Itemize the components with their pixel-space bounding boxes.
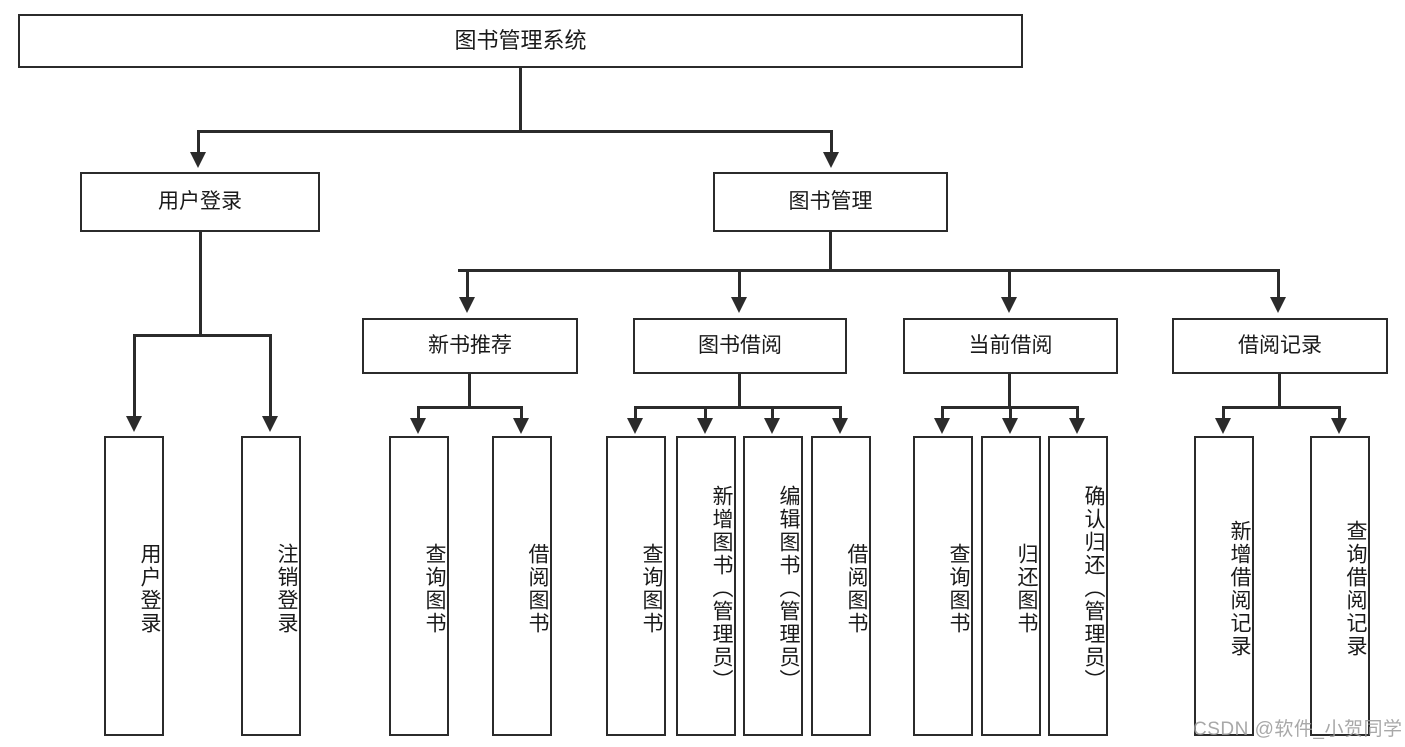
connector-book-borrow-to-leaf-1 bbox=[634, 406, 637, 420]
arrowhead-book-borrow-leaf-4 bbox=[832, 418, 848, 434]
arrowhead-book-borrow-leaf-2 bbox=[697, 418, 713, 434]
leaf-edit-book-admin[interactable]: 编辑图书（管理员） bbox=[743, 436, 803, 736]
node-label: 用户登录 bbox=[138, 543, 161, 635]
node-current-borrow[interactable]: 当前借阅 bbox=[903, 318, 1118, 374]
connector-current-borrow-stem bbox=[1008, 374, 1011, 408]
leaf-query-book-new-recommend[interactable]: 查询图书 bbox=[389, 436, 449, 736]
leaf-query-borrow-record[interactable]: 查询借阅记录 bbox=[1310, 436, 1370, 736]
connector-book-borrow-stem bbox=[738, 374, 741, 408]
node-label: 查询借阅记录 bbox=[1344, 520, 1367, 658]
node-label: 归还图书 bbox=[1015, 543, 1038, 635]
connector-root-stem bbox=[519, 68, 522, 130]
connector-root-to-book-manage bbox=[830, 130, 833, 154]
node-label: 查询图书 bbox=[640, 543, 663, 635]
node-label: 借阅图书 bbox=[845, 543, 868, 635]
leaf-logout-login[interactable]: 注销登录 bbox=[241, 436, 301, 736]
connector-new-book-to-leaf-1 bbox=[417, 406, 420, 420]
connector-book-borrow-bar bbox=[634, 406, 842, 409]
arrowhead-current-borrow-leaf-2 bbox=[1002, 418, 1018, 434]
connector-root-to-user-login bbox=[197, 130, 200, 154]
node-borrow-record[interactable]: 借阅记录 bbox=[1172, 318, 1388, 374]
connector-user-login-to-leaf-1 bbox=[133, 334, 136, 418]
leaf-borrow-book-borrow[interactable]: 借阅图书 bbox=[811, 436, 871, 736]
arrowhead-user-login-leaf-2 bbox=[262, 416, 278, 432]
node-label: 编辑图书（管理员） bbox=[777, 484, 800, 692]
leaf-borrow-book-new-recommend[interactable]: 借阅图书 bbox=[492, 436, 552, 736]
connector-book-borrow-to-leaf-2 bbox=[704, 406, 707, 420]
leaf-return-book[interactable]: 归还图书 bbox=[981, 436, 1041, 736]
node-label: 当前借阅 bbox=[968, 333, 1053, 357]
arrowhead-root-to-user-login bbox=[190, 152, 206, 168]
connector-user-login-to-leaf-2 bbox=[269, 334, 272, 418]
node-label: 借阅图书 bbox=[526, 543, 549, 635]
arrowhead-current-borrow-leaf-1 bbox=[934, 418, 950, 434]
arrowhead-to-current-borrow bbox=[1001, 297, 1017, 313]
connector-user-login-stem bbox=[199, 232, 202, 336]
connector-current-borrow-to-leaf-1 bbox=[941, 406, 944, 420]
arrowhead-user-login-leaf-1 bbox=[126, 416, 142, 432]
leaf-confirm-return-admin[interactable]: 确认归还（管理员） bbox=[1048, 436, 1108, 736]
node-label: 借阅记录 bbox=[1238, 333, 1322, 357]
connector-book-borrow-to-leaf-3 bbox=[771, 406, 774, 420]
connector-root-bar bbox=[197, 130, 833, 133]
connector-borrow-record-to-leaf-2 bbox=[1338, 406, 1341, 420]
connector-new-book-to-leaf-2 bbox=[520, 406, 523, 420]
connector-book-manage-bar bbox=[458, 269, 1280, 272]
node-label: 用户登录 bbox=[158, 189, 242, 213]
connector-new-book-stem bbox=[468, 374, 471, 408]
arrowhead-new-book-leaf-1 bbox=[410, 418, 426, 434]
arrowhead-root-to-book-manage bbox=[823, 152, 839, 168]
connector-borrow-record-stem bbox=[1278, 374, 1281, 408]
node-label: 图书管理 bbox=[788, 189, 873, 213]
leaf-add-borrow-record[interactable]: 新增借阅记录 bbox=[1194, 436, 1254, 736]
leaf-user-login[interactable]: 用户登录 bbox=[104, 436, 164, 736]
connector-book-manage-to-current-borrow bbox=[1008, 269, 1011, 299]
connector-book-manage-to-borrow-record bbox=[1277, 269, 1280, 299]
connector-borrow-record-to-leaf-1 bbox=[1222, 406, 1225, 420]
connector-book-borrow-to-leaf-4 bbox=[839, 406, 842, 420]
node-label: 确认归还（管理员） bbox=[1082, 484, 1105, 692]
node-label: 查询图书 bbox=[947, 543, 970, 635]
node-label: 查询图书 bbox=[423, 543, 446, 635]
connector-user-login-bar bbox=[133, 334, 272, 337]
arrowhead-borrow-record-leaf-1 bbox=[1215, 418, 1231, 434]
node-user-login[interactable]: 用户登录 bbox=[80, 172, 320, 232]
node-label: 图书管理系统 bbox=[454, 28, 587, 54]
arrowhead-to-borrow-record bbox=[1270, 297, 1286, 313]
connector-book-manage-to-new-book bbox=[466, 269, 469, 299]
node-root-book-management-system[interactable]: 图书管理系统 bbox=[18, 14, 1023, 68]
leaf-query-book-borrow[interactable]: 查询图书 bbox=[606, 436, 666, 736]
node-book-management[interactable]: 图书管理 bbox=[713, 172, 948, 232]
node-label: 图书借阅 bbox=[698, 333, 782, 357]
node-label: 新增借阅记录 bbox=[1228, 520, 1251, 658]
arrowhead-to-book-borrow bbox=[731, 297, 747, 313]
connector-new-book-bar bbox=[417, 406, 523, 409]
connector-current-borrow-to-leaf-2 bbox=[1009, 406, 1012, 420]
node-book-borrow[interactable]: 图书借阅 bbox=[633, 318, 847, 374]
leaf-query-book-current[interactable]: 查询图书 bbox=[913, 436, 973, 736]
node-label: 新增图书（管理员） bbox=[710, 484, 733, 692]
node-new-book-recommend[interactable]: 新书推荐 bbox=[362, 318, 578, 374]
arrowhead-borrow-record-leaf-2 bbox=[1331, 418, 1347, 434]
arrowhead-to-new-book-recommend bbox=[459, 297, 475, 313]
arrowhead-book-borrow-leaf-3 bbox=[764, 418, 780, 434]
arrowhead-current-borrow-leaf-3 bbox=[1069, 418, 1085, 434]
node-label: 新书推荐 bbox=[428, 333, 512, 357]
csdn-watermark: CSDN @软件_小贺同学 bbox=[1193, 719, 1403, 740]
connector-book-manage-stem bbox=[829, 232, 832, 272]
leaf-add-book-admin[interactable]: 新增图书（管理员） bbox=[676, 436, 736, 736]
node-label: 注销登录 bbox=[275, 543, 298, 635]
connector-current-borrow-to-leaf-3 bbox=[1076, 406, 1079, 420]
arrowhead-book-borrow-leaf-1 bbox=[627, 418, 643, 434]
connector-borrow-record-bar bbox=[1222, 406, 1341, 409]
connector-book-manage-to-book-borrow bbox=[738, 269, 741, 299]
arrowhead-new-book-leaf-2 bbox=[513, 418, 529, 434]
